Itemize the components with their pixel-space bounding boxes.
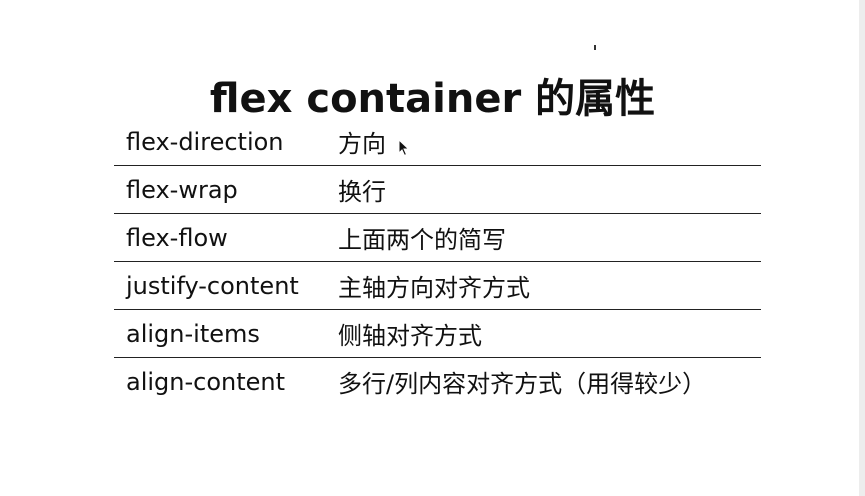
property-description: 方向 bbox=[338, 130, 386, 158]
property-name: flex-flow bbox=[114, 213, 338, 262]
table-row: flex-wrap 换行 bbox=[114, 165, 761, 214]
window-edge bbox=[859, 0, 865, 496]
property-name: align-content bbox=[114, 357, 338, 405]
mouse-pointer-icon bbox=[398, 139, 410, 157]
stray-mark bbox=[594, 45, 596, 50]
property-description: 上面两个的简写 bbox=[338, 213, 761, 262]
property-name: flex-wrap bbox=[114, 165, 338, 214]
slide-title: flex container 的属性 bbox=[209, 75, 656, 122]
table-row: align-items 侧轴对齐方式 bbox=[114, 309, 761, 358]
property-description: 多行/列内容对齐方式（用得较少） bbox=[338, 357, 761, 405]
table-row: flex-direction 方向 bbox=[114, 118, 761, 166]
property-description: 换行 bbox=[338, 165, 761, 214]
table-row: align-content 多行/列内容对齐方式（用得较少） bbox=[114, 357, 761, 405]
table-row: flex-flow 上面两个的简写 bbox=[114, 213, 761, 262]
property-description: 侧轴对齐方式 bbox=[338, 309, 761, 358]
table-row: justify-content 主轴方向对齐方式 bbox=[114, 261, 761, 310]
property-name: justify-content bbox=[114, 261, 338, 310]
property-name: flex-direction bbox=[126, 127, 284, 156]
property-description: 主轴方向对齐方式 bbox=[338, 261, 761, 310]
property-name: align-items bbox=[114, 309, 338, 358]
flex-properties-table: flex-direction 方向 flex-wrap 换行 flex-flow… bbox=[114, 118, 761, 405]
